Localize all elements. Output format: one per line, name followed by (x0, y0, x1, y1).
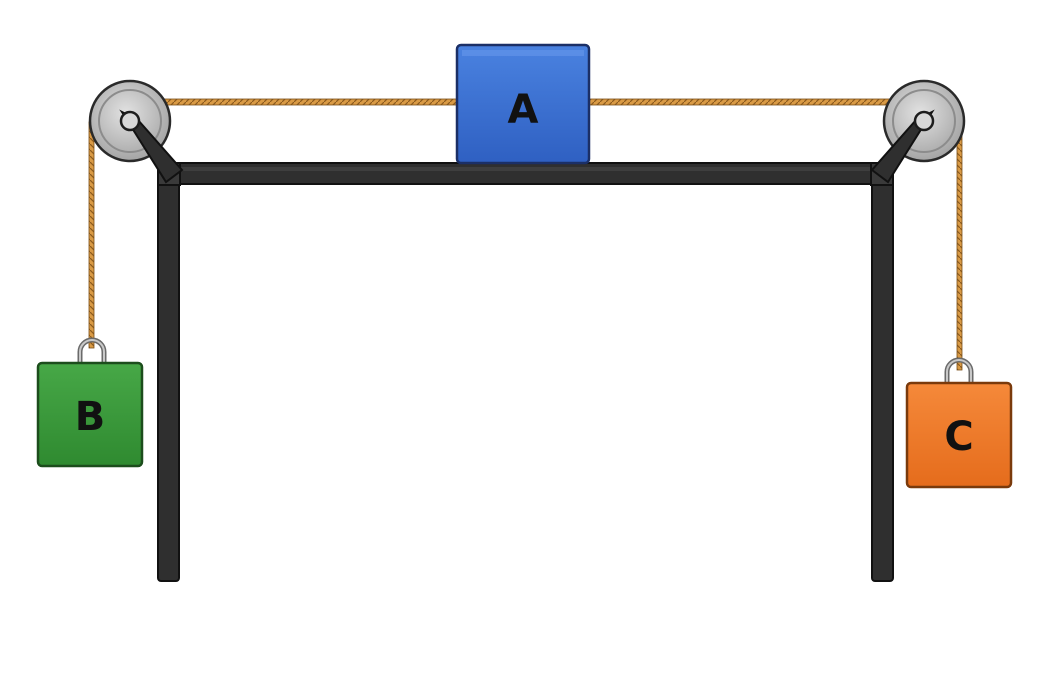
pulley-right (870, 79, 966, 184)
block-a-body (455, 43, 591, 165)
pulley-left (88, 79, 184, 184)
block-c: C (905, 357, 1013, 489)
frame-right-leg (871, 164, 894, 582)
block-c-body (905, 381, 1013, 489)
frame (157, 162, 894, 582)
pulley-right-axle (913, 110, 935, 132)
block-a-label: A (508, 87, 539, 133)
block-b-body (36, 361, 144, 468)
pulley-left-axle (119, 110, 141, 132)
block-b-label: B (75, 394, 106, 440)
frame-top-beam (159, 162, 893, 185)
rope-right-drop (956, 121, 963, 371)
block-b: B (36, 337, 144, 468)
block-c-label: C (944, 414, 973, 460)
rope-left-drop (88, 121, 95, 349)
block-a: A (455, 43, 591, 165)
frame-left-leg (157, 164, 180, 582)
